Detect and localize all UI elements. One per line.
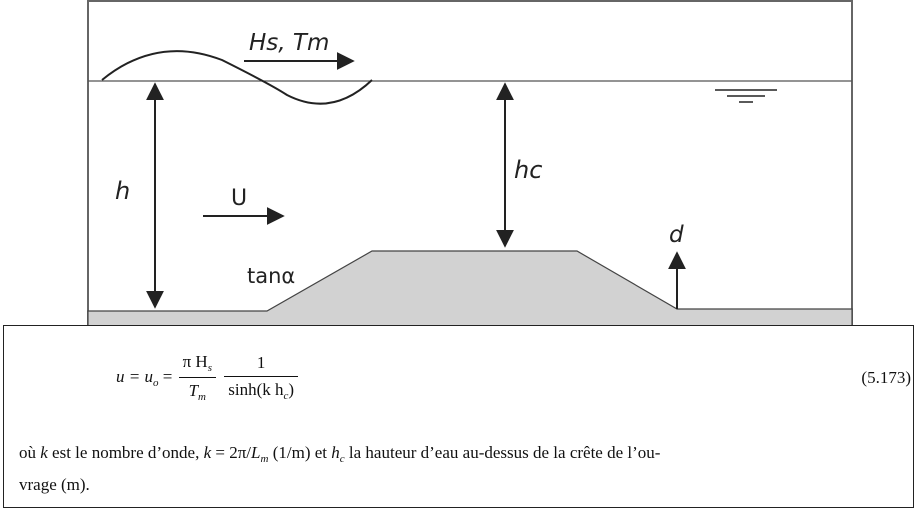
equation-box: u = uo = π Hs Tm 1 sinh(k hc) (5.173) où… xyxy=(3,325,914,508)
equation: u = uo = π Hs Tm 1 sinh(k hc) xyxy=(116,352,300,403)
para-text-5: la hauteur d’eau au-dessus de la crête d… xyxy=(344,443,661,462)
para-text-1: où xyxy=(19,443,41,462)
bed-profile xyxy=(87,250,853,330)
para-var-h: h xyxy=(331,443,340,462)
frac2-denominator-sub: c xyxy=(283,390,289,402)
fraction-wave-term: π Hs Tm xyxy=(178,352,216,403)
wave-curve xyxy=(101,50,373,105)
para-var-L: L xyxy=(251,443,261,462)
para-text-3: = 2π/ xyxy=(211,443,252,462)
diagram-figure: Hs, Tm h hc U d tanα xyxy=(87,0,853,330)
frac1-denominator-sub: m xyxy=(198,391,206,403)
frac2-numerator: 1 xyxy=(224,353,299,377)
h-label: h xyxy=(115,177,130,205)
explanation-paragraph: où k est le nombre d’onde, k = 2π/Lm (1/… xyxy=(19,440,909,497)
d-label: d xyxy=(669,222,684,248)
frac1-numerator-sub: s xyxy=(207,362,212,374)
para-var-h-sub: c xyxy=(339,453,345,465)
slope-label: tanα xyxy=(247,264,295,288)
para-text-2: est le nombre d’onde, xyxy=(47,443,204,462)
frac2-denominator: sinh(k h xyxy=(228,380,284,399)
equation-lhs-sub: o xyxy=(152,376,159,389)
para-var-k-2: k xyxy=(203,443,212,462)
para-line-2: vrage (m). xyxy=(19,475,90,494)
para-var-L-sub: m xyxy=(260,453,269,465)
frac1-numerator: π H xyxy=(182,352,208,371)
para-var-k: k xyxy=(40,443,48,462)
hc-label: hc xyxy=(514,156,542,184)
para-text-4: (1/m) et xyxy=(268,443,332,462)
diagram-svg: Hs, Tm h hc U d tanα xyxy=(87,0,853,330)
fraction-sinh-term: 1 sinh(k hc) xyxy=(224,353,299,402)
equation-equals: = xyxy=(158,366,177,386)
u-label: U xyxy=(231,186,247,211)
water-level-symbol xyxy=(715,89,777,103)
frac2-denominator-close: ) xyxy=(288,380,295,399)
equation-lhs: u = u xyxy=(116,366,153,386)
frac1-denominator: T xyxy=(188,381,199,400)
wave-label: Hs, Tm xyxy=(249,30,329,56)
equation-number: (5.173) xyxy=(861,368,911,387)
